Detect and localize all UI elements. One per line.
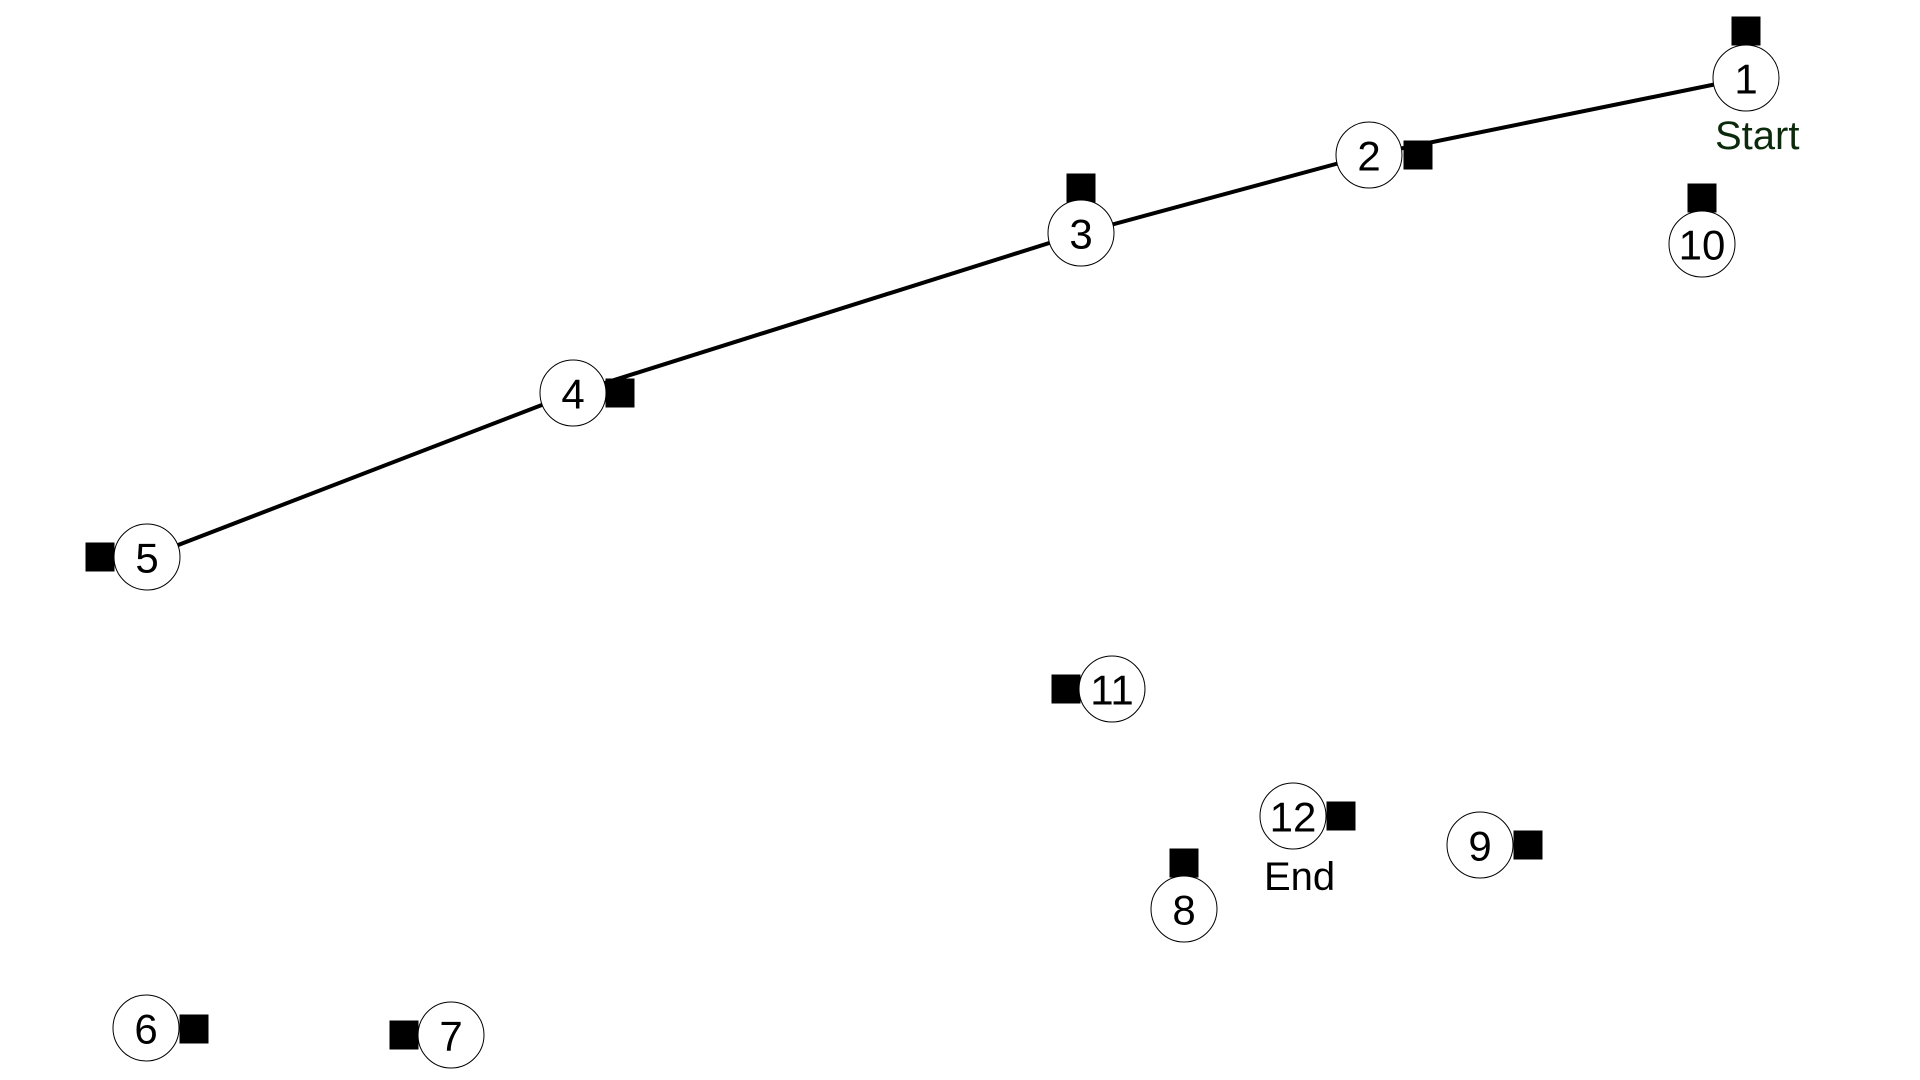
marker-square-2 [1403, 140, 1433, 170]
node-circle [1078, 655, 1146, 723]
node-label: 2 [1357, 133, 1380, 180]
node-label: 11 [1090, 667, 1134, 714]
start-label: Start [1715, 114, 1799, 158]
route-path-layer [145, 76, 1748, 559]
node-6: 6 [112, 994, 180, 1062]
marker-square-6 [179, 1014, 209, 1044]
node-2: 2 [1335, 121, 1403, 189]
marker-square-9 [1513, 830, 1543, 860]
node-label: 9 [1468, 823, 1491, 870]
node-1: 1 [1712, 44, 1780, 112]
node-circle [1335, 121, 1403, 189]
node-label: 6 [134, 1006, 157, 1053]
node-circle [417, 1001, 485, 1069]
marker-square-3 [1066, 173, 1096, 203]
node-5: 5 [113, 523, 181, 591]
node-label: 1 [1734, 56, 1757, 103]
node-circle [1668, 210, 1736, 278]
node-7: 7 [417, 1001, 485, 1069]
node-circle [1150, 875, 1218, 943]
node-circle [1446, 811, 1514, 879]
marker-square-10 [1687, 183, 1717, 213]
node-12: 12 [1259, 782, 1327, 850]
node-label: 3 [1069, 211, 1092, 258]
end-label: End [1264, 855, 1335, 899]
node-label: 12 [1270, 794, 1317, 841]
node-circle [1712, 44, 1780, 112]
marker-square-1 [1731, 16, 1761, 46]
node-label: 8 [1172, 887, 1195, 934]
marker-layer [85, 16, 1761, 1050]
node-label: 10 [1679, 222, 1726, 269]
marker-square-5 [85, 542, 115, 572]
node-9: 9 [1446, 811, 1514, 879]
marker-square-7 [389, 1020, 419, 1050]
node-label: 4 [561, 371, 584, 418]
node-circle [1047, 199, 1115, 267]
node-3: 3 [1047, 199, 1115, 267]
node-circle [539, 359, 607, 427]
marker-square-11 [1051, 674, 1081, 704]
node-circle [112, 994, 180, 1062]
node-4: 4 [539, 359, 607, 427]
marker-square-12 [1326, 801, 1356, 831]
node-label: 5 [135, 535, 158, 582]
node-label: 7 [439, 1013, 462, 1060]
node-10: 10 [1668, 210, 1736, 278]
node-8: 8 [1150, 875, 1218, 943]
node-11: 11 [1078, 655, 1146, 723]
node-circle [1259, 782, 1327, 850]
marker-square-4 [605, 378, 635, 408]
route-line [145, 76, 1748, 559]
marker-square-8 [1169, 848, 1199, 878]
node-circle [113, 523, 181, 591]
